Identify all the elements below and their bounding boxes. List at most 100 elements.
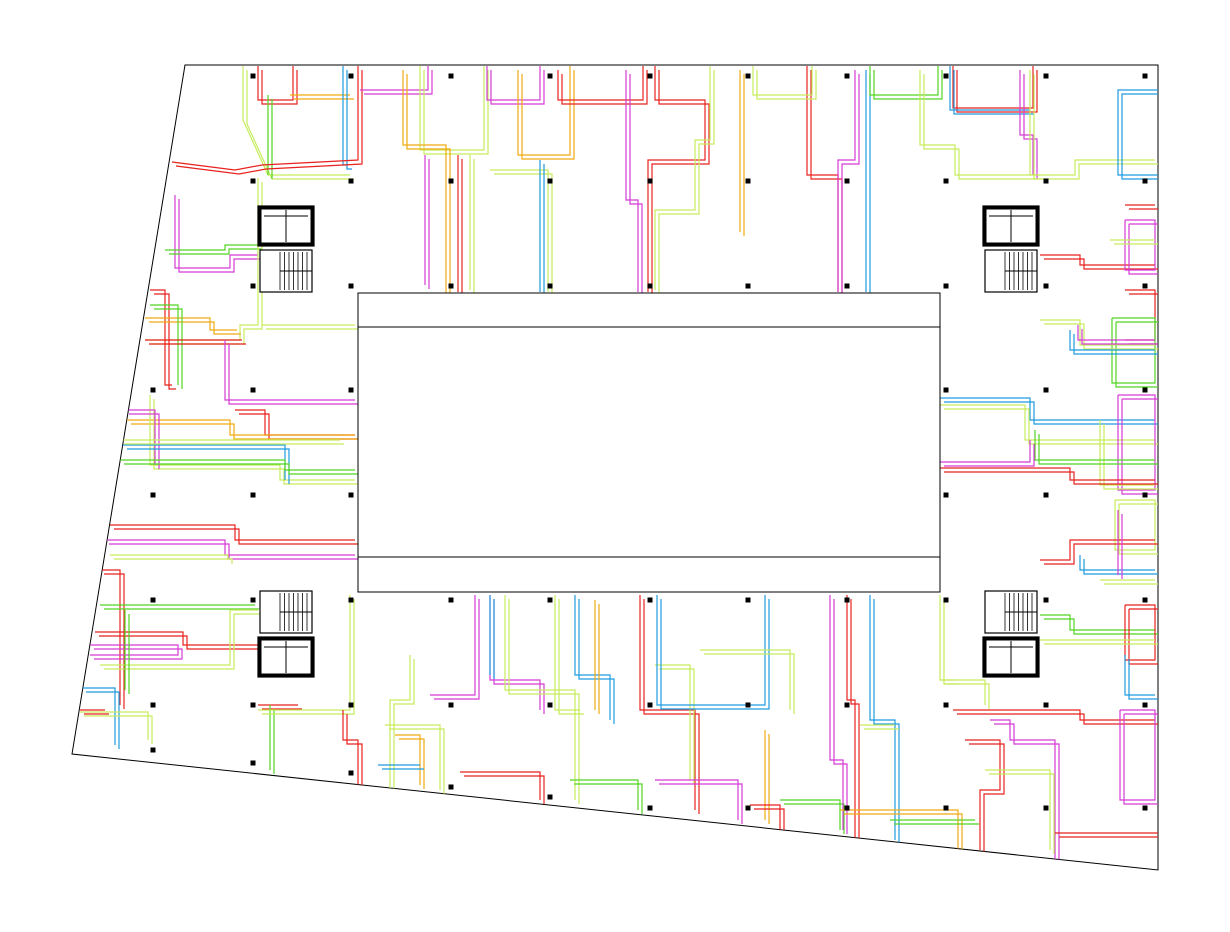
column [745,73,751,79]
column [647,283,653,289]
atrium-outline [357,292,941,593]
service-route [994,723,1060,864]
service-route [965,739,1001,850]
service-route [557,66,644,101]
column [1142,387,1148,393]
service-route [1121,93,1158,180]
service-route [643,599,700,814]
service-route [655,664,691,780]
column [844,283,850,289]
service-route [486,66,541,101]
service-route [154,308,183,389]
service-route [1033,74,1158,180]
service-route [1034,430,1155,461]
service-route [1128,608,1158,665]
service-route [1019,70,1034,175]
service-route [756,70,817,100]
service-route [127,419,355,436]
service-route [165,244,258,251]
service-route [393,659,415,794]
column [745,178,751,184]
column [844,805,850,811]
service-route [639,595,696,810]
service-route [114,528,359,545]
column [448,784,454,790]
column [250,387,256,393]
service-route [841,74,860,296]
service-route [86,691,120,749]
lift-shaft-wall [983,637,1039,677]
service-route [1128,659,1158,700]
column [1142,283,1148,289]
service-route [125,409,156,465]
stair-core-ne [982,205,1040,293]
column [745,702,751,708]
service-route [754,808,785,834]
service-route [464,775,545,804]
service-route [82,687,116,745]
service-route [1115,321,1158,388]
column [250,73,256,79]
column [1043,73,1049,79]
column [448,702,454,708]
service-route [940,440,1031,463]
service-route [80,711,149,740]
column [547,178,553,184]
service-route [654,66,711,290]
column [250,178,256,184]
lift-shaft-wall [983,206,1039,246]
service-route [262,599,355,715]
mep-service-routes [80,66,1158,864]
service-route [944,444,1035,467]
service-route [829,595,844,830]
column [647,597,653,603]
service-route [105,539,355,556]
column [150,747,156,753]
service-route [1077,325,1155,341]
column [647,805,653,811]
column [943,178,949,184]
service-route [109,543,359,560]
service-route [154,293,176,390]
column [1142,702,1148,708]
service-route [1124,655,1155,696]
service-route [969,743,1005,854]
service-route [651,70,710,296]
column [943,597,949,603]
column [448,73,454,79]
service-route [149,395,355,481]
service-route [949,66,1030,111]
column [1142,597,1148,603]
service-route [944,408,1158,445]
service-route [1073,334,1158,355]
service-route [625,70,639,292]
column [1142,492,1148,498]
column [647,73,653,79]
service-route [844,813,963,854]
column [150,492,156,498]
service-route [1040,539,1155,561]
service-route [124,463,359,475]
column [844,702,850,708]
column [250,283,256,289]
service-route [940,397,1155,421]
column [1043,178,1049,184]
service-route [246,70,354,180]
column [348,283,354,289]
service-route [1117,394,1156,491]
column [547,597,553,603]
service-route [833,599,848,834]
column [150,702,156,708]
column [745,283,751,289]
service-route [100,609,258,666]
service-route [99,635,262,650]
column [150,387,156,393]
column [844,178,850,184]
service-route [655,779,739,820]
service-route [850,599,860,844]
service-route [1118,503,1158,555]
service-route [837,70,856,292]
column [348,492,354,498]
service-route [1123,713,1158,805]
service-route [574,595,611,720]
